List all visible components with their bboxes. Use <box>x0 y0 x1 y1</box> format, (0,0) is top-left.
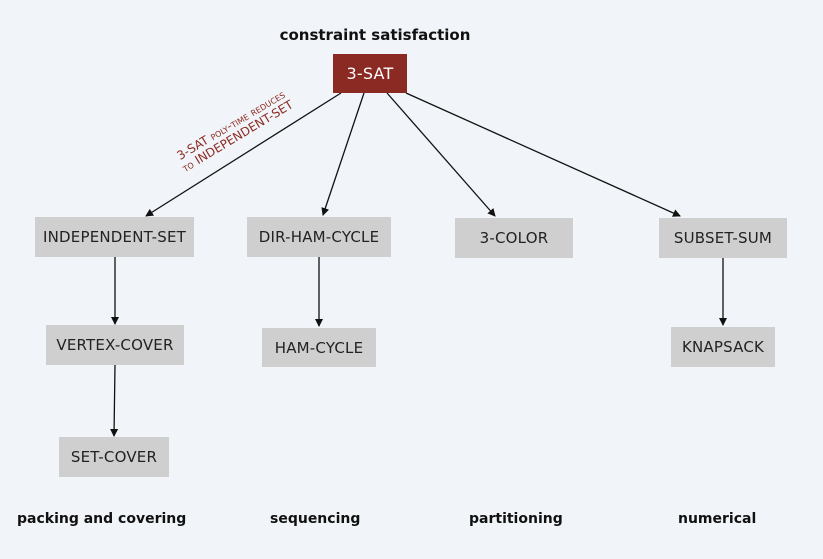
category-numerical: numerical <box>678 511 757 527</box>
node-independent-set: INDEPENDENT-SET <box>35 217 194 257</box>
node-subset-sum: SUBSET-SUM <box>659 218 787 258</box>
edge-3sat-to-dir-ham-cycle <box>321 92 365 216</box>
edge-vertex-cover-to-set-cover <box>110 364 119 437</box>
diagram-title: constraint satisfaction <box>279 26 471 44</box>
category-sequencing: sequencing <box>270 511 361 527</box>
edge-3sat-to-independent-set <box>145 92 342 217</box>
node-dir-ham-cycle: DIR-HAM-CYCLE <box>247 217 391 257</box>
category-packing-and-covering: packing and covering <box>17 511 187 527</box>
node-set-cover: SET-COVER <box>59 437 169 477</box>
node-vertex-cover: VERTEX-COVER <box>46 325 184 365</box>
node-ham-cycle: HAM-CYCLE <box>262 328 376 367</box>
edge-3sat-to-3-color <box>386 92 496 217</box>
node-3-sat: 3-SAT <box>333 54 407 93</box>
node-knapsack: KNAPSACK <box>671 327 775 367</box>
edge-3sat-to-subset-sum <box>405 92 681 217</box>
category-partitioning: partitioning <box>469 511 563 527</box>
node-3-color: 3-COLOR <box>455 218 573 258</box>
